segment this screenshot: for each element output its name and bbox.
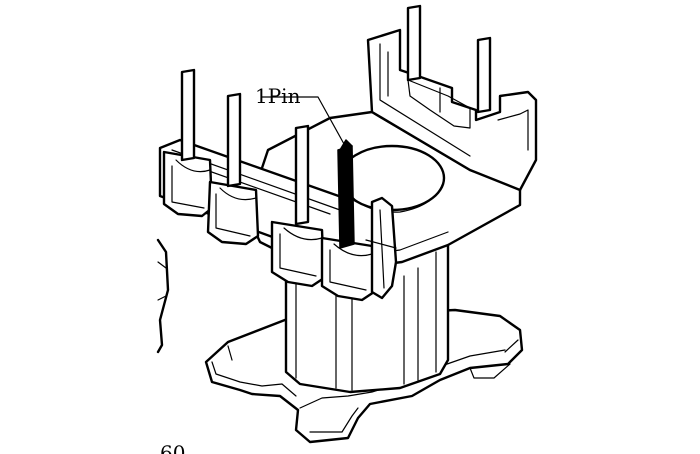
front-pin-c <box>294 124 310 226</box>
pin-1-label: 1Pin <box>255 84 301 108</box>
callout-leader <box>261 96 345 145</box>
front-lug-5 <box>365 196 398 300</box>
rear-pin-1 <box>406 4 422 82</box>
front-pins <box>180 68 310 226</box>
front-pin-b <box>226 92 242 188</box>
adjacent-part-fragment <box>156 238 170 354</box>
front-lug-1 <box>162 150 214 218</box>
front-lug-4 <box>320 236 376 302</box>
front-lug-2 <box>206 180 260 246</box>
corner-number-fragment: 60 <box>160 441 185 454</box>
rear-pins <box>406 4 492 114</box>
front-lug-3 <box>270 220 326 288</box>
rear-pin-2 <box>476 36 492 114</box>
front-pin-a <box>180 68 196 162</box>
pin-1-highlight <box>337 139 355 249</box>
